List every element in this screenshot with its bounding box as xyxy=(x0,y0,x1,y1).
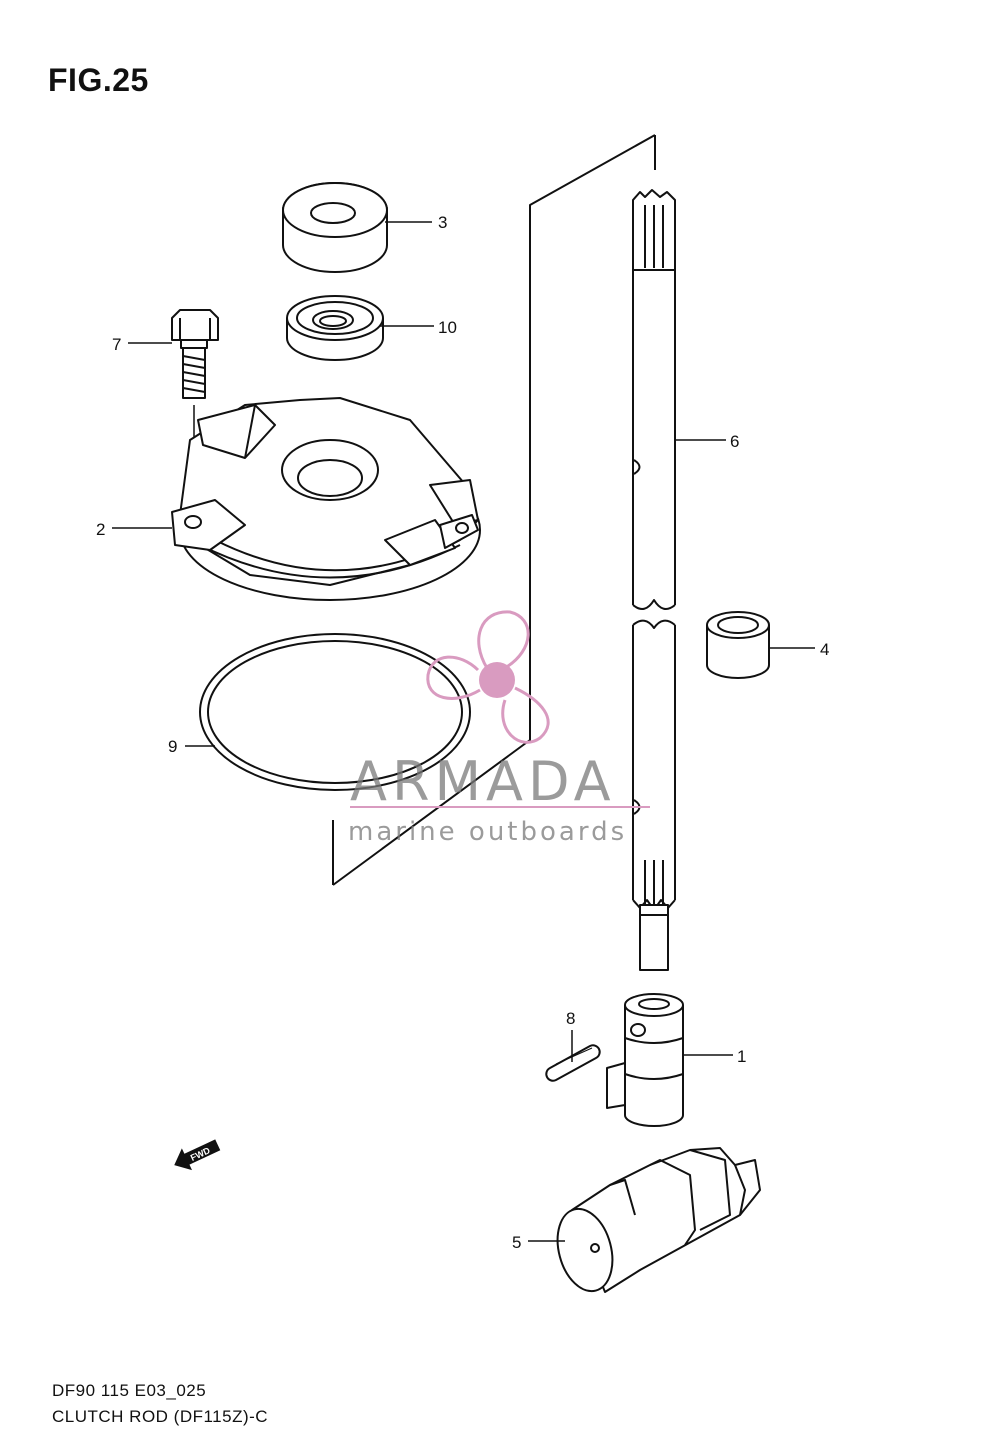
part-5-clutch-dog-holder xyxy=(556,1147,761,1293)
figure-name: CLUTCH ROD (DF115Z)-C xyxy=(52,1407,269,1426)
part-8-pin xyxy=(545,1044,601,1082)
leader-lines xyxy=(112,221,815,1242)
watermark-tagline: marine outboards xyxy=(348,817,627,847)
figure-title: FIG.25 xyxy=(48,62,149,98)
part-9-o-ring xyxy=(199,633,471,791)
propeller-logo-icon xyxy=(426,610,550,744)
part-7-bolt xyxy=(171,309,219,505)
callout-8: 8 xyxy=(566,1009,575,1028)
callout-10: 10 xyxy=(438,318,457,337)
callout-5: 5 xyxy=(512,1233,521,1252)
callout-7: 7 xyxy=(112,335,121,354)
callout-6: 6 xyxy=(730,432,739,451)
fwd-arrow-icon: FWD xyxy=(174,1139,221,1171)
callout-labels: 3 10 7 6 2 4 9 1 8 5 xyxy=(96,213,829,1252)
part-1-pin-holder xyxy=(606,993,684,1127)
part-10-oil-seal xyxy=(286,295,384,361)
part-2-cover-plate xyxy=(171,397,481,601)
armada-watermark: ARMADA marine outboards xyxy=(348,610,650,847)
callout-3: 3 xyxy=(438,213,447,232)
part-3-bushing xyxy=(282,182,388,273)
part-4-spacer xyxy=(706,611,770,679)
callout-4: 4 xyxy=(820,640,829,659)
figure-code: DF90 115 E03_025 xyxy=(52,1381,207,1400)
callout-1: 1 xyxy=(737,1047,746,1066)
callout-9: 9 xyxy=(168,737,177,756)
assembly-outline xyxy=(332,134,656,886)
callout-2: 2 xyxy=(96,520,105,539)
part-6-clutch-rod xyxy=(632,189,676,971)
watermark-brand: ARMADA xyxy=(350,750,616,813)
